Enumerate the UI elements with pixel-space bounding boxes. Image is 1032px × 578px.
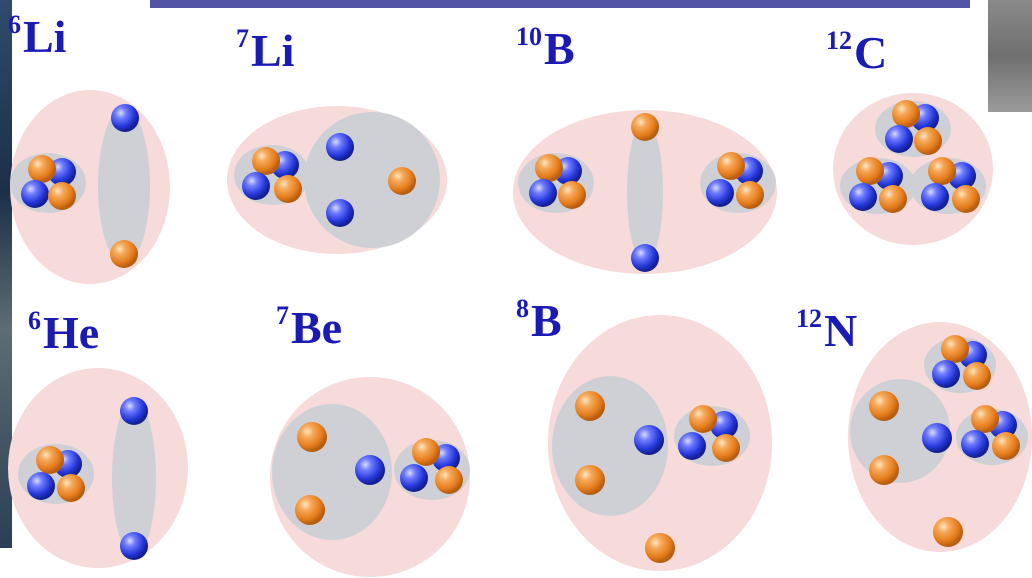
label-n12: 12N	[796, 304, 858, 356]
neutron-sphere-icon	[914, 127, 942, 155]
alpha-cluster	[932, 335, 991, 390]
inner-cluster	[98, 108, 150, 264]
label-b8: 8B	[516, 294, 562, 346]
neutron-sphere-icon	[575, 465, 605, 495]
neutron-sphere-icon	[295, 495, 325, 525]
proton-sphere-icon	[242, 172, 270, 200]
neutron-sphere-icon	[28, 155, 56, 183]
nucleus-li7	[227, 106, 447, 254]
proton-sphere-icon	[961, 430, 989, 458]
alpha-cluster	[678, 405, 740, 462]
neutron-sphere-icon	[435, 466, 463, 494]
neutron-sphere-icon	[879, 185, 907, 213]
alpha-cluster	[961, 405, 1020, 460]
proton-sphere-icon	[326, 199, 354, 227]
neutron-sphere-icon	[952, 185, 980, 213]
proton-sphere-icon	[120, 532, 148, 560]
alpha-cluster	[400, 438, 463, 494]
label-li6: 6Li	[8, 10, 67, 62]
inner-cluster	[112, 400, 156, 556]
neutron-sphere-icon	[297, 422, 327, 452]
neutron-sphere-icon	[869, 455, 899, 485]
neutron-sphere-icon	[388, 167, 416, 195]
background-photo-left-edge	[0, 0, 12, 548]
proton-sphere-icon	[634, 425, 664, 455]
nucleus-b10	[513, 110, 777, 274]
proton-sphere-icon	[631, 244, 659, 272]
neutron-sphere-icon	[645, 533, 675, 563]
label-c12: 12C	[826, 26, 888, 78]
neutron-sphere-icon	[274, 175, 302, 203]
neutron-sphere-icon	[736, 181, 764, 209]
cropped-title-strip	[150, 0, 970, 8]
neutron-sphere-icon	[689, 405, 717, 433]
alpha-cluster	[885, 100, 942, 155]
alpha-cluster	[706, 152, 764, 209]
proton-sphere-icon	[706, 179, 734, 207]
nucleus-be7	[270, 377, 470, 577]
neutron-sphere-icon	[941, 335, 969, 363]
inner-cluster	[304, 112, 440, 248]
neutron-sphere-icon	[412, 438, 440, 466]
neutron-sphere-icon	[992, 432, 1020, 460]
proton-sphere-icon	[21, 180, 49, 208]
label-be7: 7Be	[276, 301, 343, 353]
proton-sphere-icon	[27, 472, 55, 500]
neutron-sphere-icon	[575, 391, 605, 421]
proton-sphere-icon	[885, 125, 913, 153]
label-li7: 7Li	[236, 24, 295, 76]
background-photo-right-edge	[988, 0, 1032, 112]
nucleus-he6	[8, 368, 188, 568]
alpha-cluster	[21, 155, 76, 210]
neutron-sphere-icon	[48, 182, 76, 210]
neutron-sphere-icon	[963, 362, 991, 390]
neutron-sphere-icon	[631, 113, 659, 141]
neutron-sphere-icon	[928, 157, 956, 185]
neutron-sphere-icon	[892, 100, 920, 128]
label-he6: 6He	[28, 306, 100, 358]
neutron-sphere-icon	[57, 474, 85, 502]
proton-sphere-icon	[710, 411, 738, 439]
proton-sphere-icon	[849, 183, 877, 211]
neutron-sphere-icon	[110, 240, 138, 268]
proton-sphere-icon	[678, 432, 706, 460]
neutron-sphere-icon	[535, 154, 563, 182]
proton-sphere-icon	[355, 455, 385, 485]
neutron-sphere-icon	[558, 181, 586, 209]
proton-sphere-icon	[921, 183, 949, 211]
neutron-sphere-icon	[36, 446, 64, 474]
neutron-sphere-icon	[856, 157, 884, 185]
nucleus-b8	[548, 315, 772, 571]
proton-sphere-icon	[111, 104, 139, 132]
neutron-sphere-icon	[252, 147, 280, 175]
label-b10: 10B	[516, 22, 575, 74]
neutron-sphere-icon	[971, 405, 999, 433]
inner-cluster	[627, 120, 663, 264]
proton-sphere-icon	[120, 397, 148, 425]
proton-sphere-icon	[529, 179, 557, 207]
neutron-sphere-icon	[869, 391, 899, 421]
nucleus-n12	[848, 322, 1032, 552]
proton-sphere-icon	[922, 423, 952, 453]
proton-sphere-icon	[932, 360, 960, 388]
alpha-cluster	[849, 157, 907, 213]
proton-sphere-icon	[400, 464, 428, 492]
nucleus-li6	[10, 90, 170, 284]
proton-sphere-icon	[326, 133, 354, 161]
neutron-sphere-icon	[717, 152, 745, 180]
alpha-cluster	[242, 147, 302, 203]
alpha-cluster	[27, 446, 85, 502]
nucleus-c12	[833, 93, 993, 245]
alpha-cluster	[921, 157, 980, 213]
neutron-sphere-icon	[933, 517, 963, 547]
alpha-cluster	[529, 154, 586, 209]
neutron-sphere-icon	[712, 434, 740, 462]
